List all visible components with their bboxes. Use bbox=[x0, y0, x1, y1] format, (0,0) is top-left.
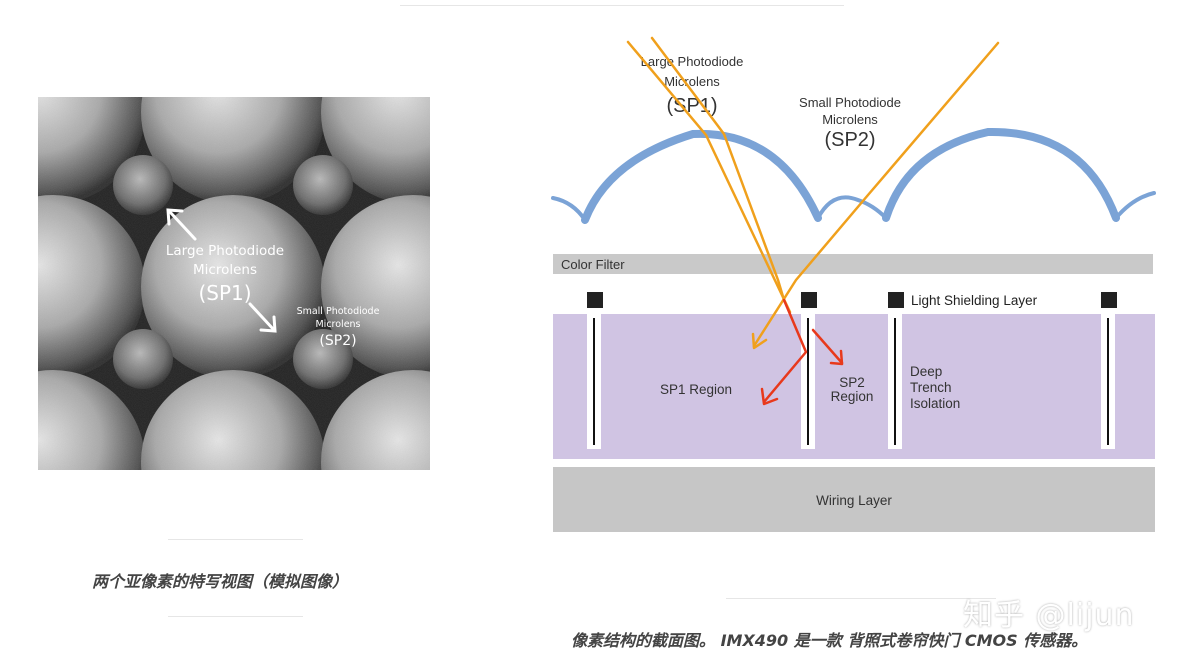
sp2-lens-label-line1: Small Photodiode bbox=[799, 95, 901, 110]
photo-large-label-line1: Large Photodiode bbox=[166, 243, 284, 259]
photo-small-label-line3: (SP2) bbox=[319, 333, 356, 349]
ray-red-1-head bbox=[760, 387, 779, 406]
wiring-layer bbox=[553, 467, 1155, 532]
left-caption-divider-top bbox=[168, 539, 303, 540]
wiring-layer-label: Wiring Layer bbox=[816, 493, 892, 508]
ray-red-1 bbox=[762, 298, 808, 404]
sp1-lens-label-line1: Large Photodiode bbox=[641, 54, 744, 69]
sp1-lens-label-line2: Microlens bbox=[664, 74, 720, 89]
arrow-to-small-lens bbox=[248, 302, 276, 332]
sp1-region-label: SP1 Region bbox=[660, 382, 732, 397]
light-rays bbox=[626, 36, 1000, 406]
microlens-arcs bbox=[551, 127, 1156, 224]
sp2-lens-label-line3: (SP2) bbox=[824, 129, 875, 151]
sp2-region-label-line2: Region bbox=[831, 389, 874, 404]
sp2-region-label-line1: SP2 bbox=[839, 375, 865, 390]
watermark: 知乎 @lijun bbox=[963, 598, 1135, 633]
ray-orange-3-head bbox=[751, 332, 768, 350]
ray-orange-3 bbox=[752, 41, 1000, 348]
dti-label-line1: Deep bbox=[910, 364, 942, 379]
arrow-to-large-lens bbox=[168, 210, 197, 241]
right-caption-divider bbox=[726, 598, 996, 599]
light-shielding-label: Light Shielding Layer bbox=[911, 293, 1038, 308]
light-shielding-blocks bbox=[587, 292, 1117, 308]
left-caption: 两个亚像素的特写视图（模拟图像） bbox=[92, 572, 349, 591]
microlens-sp2 bbox=[816, 195, 888, 220]
photo-labels: Large Photodiode Microlens (SP1) Small P… bbox=[166, 243, 380, 349]
left-caption-divider-bottom bbox=[168, 616, 303, 617]
microlens-sp1-right bbox=[882, 127, 1120, 222]
microlens-edge-right bbox=[1114, 191, 1156, 220]
ray-orange-1 bbox=[626, 40, 792, 314]
pixel-cross-section-diagram: Color Filter Light Shielding Layer Wirin… bbox=[551, 36, 1156, 532]
sp1-lens-label-line3: (SP1) bbox=[666, 95, 717, 117]
ray-orange-2 bbox=[650, 36, 786, 302]
photo-large-label-line3: (SP1) bbox=[198, 281, 251, 305]
microlens-edge-left bbox=[551, 196, 587, 222]
ray-red-2-head bbox=[829, 349, 844, 366]
ray-red-2 bbox=[811, 328, 844, 365]
top-divider bbox=[400, 5, 844, 6]
photo-arrows bbox=[166, 208, 277, 333]
photodiode-layer bbox=[553, 314, 1155, 459]
photo-large-label-line2: Microlens bbox=[193, 262, 257, 278]
photo-small-label-line1: Small Photodiode bbox=[297, 306, 380, 317]
arrow-head-small bbox=[259, 315, 277, 333]
color-filter-layer bbox=[553, 254, 1153, 274]
color-filter-label: Color Filter bbox=[561, 257, 625, 272]
arrow-head-large bbox=[166, 208, 184, 226]
sp2-lens-label-line2: Microlens bbox=[822, 112, 878, 127]
photo-small-label-line2: Microlens bbox=[315, 319, 360, 330]
microlens-sp1-left bbox=[581, 129, 822, 224]
dti-label-line2: Trench bbox=[910, 380, 952, 395]
right-caption: 像素结构的截面图。 IMX490 是一款 背照式卷帘快门 CMOS 传感器。 bbox=[571, 631, 1088, 650]
dti-posts bbox=[587, 314, 1115, 449]
dti-label-line3: Isolation bbox=[910, 396, 960, 411]
subpixel-closeup-image: Large Photodiode Microlens (SP1) Small P… bbox=[38, 97, 430, 470]
